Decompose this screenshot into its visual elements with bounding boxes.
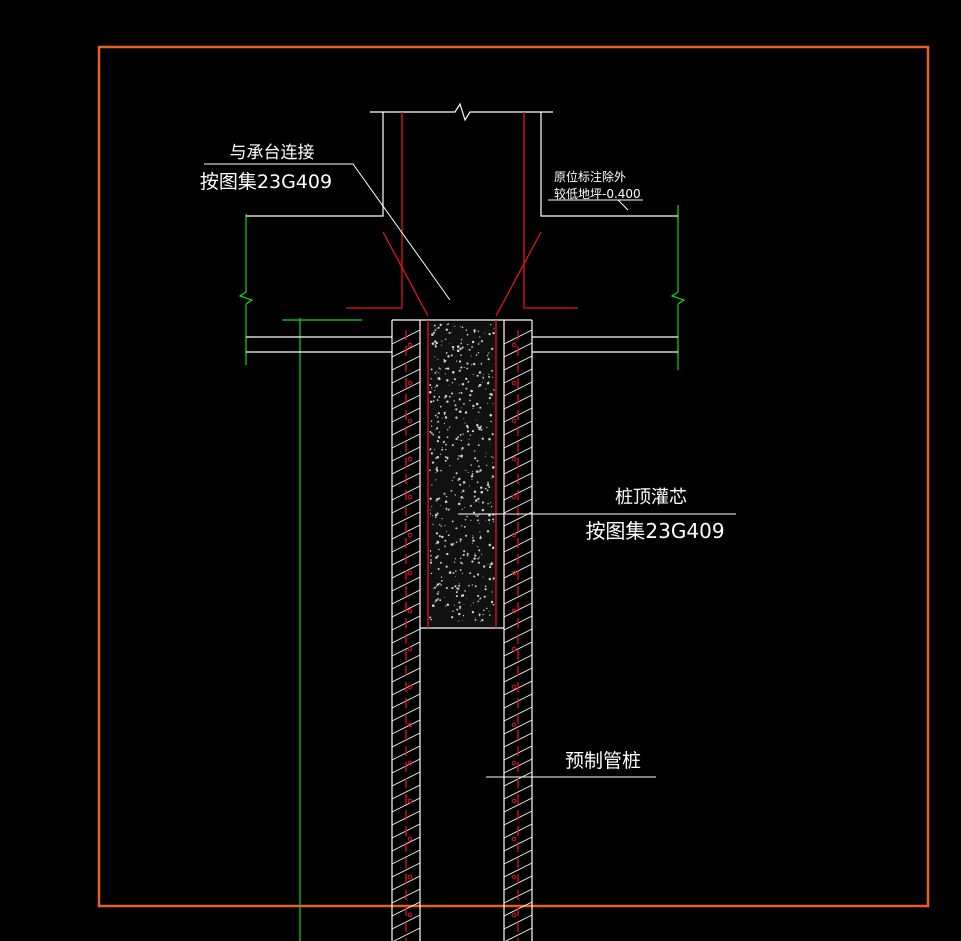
core-fill-label: 桩顶灌芯 [615,487,687,508]
rebar [346,112,578,941]
core-concrete-speckle [428,323,495,622]
cap-connection-ref-label: 按图集23G409 [200,171,332,193]
precast-pile-label: 预制管桩 [565,750,641,772]
structure-outline [246,102,678,941]
dimension-lines [238,205,686,941]
floor-note-line1: 原位标注除外 [554,169,626,184]
leader-lines [204,163,736,778]
drawing-frame [97,45,930,908]
core-fill-ref-label: 按图集23G409 [585,519,724,543]
floor-note-line2: 较低地坪-0.400 [554,186,641,201]
cap-connection-label: 与承台连接 [230,143,315,163]
rebar-section-dots [407,342,517,918]
